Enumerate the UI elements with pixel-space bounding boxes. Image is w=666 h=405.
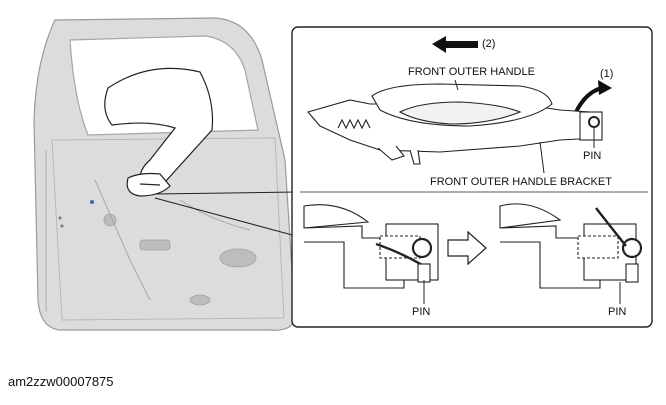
front-outer-handle-label: FRONT OUTER HANDLE [408,66,535,78]
technician-arm [104,67,214,197]
pin-label-top: PIN [583,150,602,162]
step-2-label: (2) [482,38,496,50]
pin-detail-after [499,203,643,289]
figure-code: am2zzw00007875 [8,374,114,389]
transition-arrow [447,230,487,266]
direction-arrow-2 [432,36,478,53]
step-1-label: (1) [600,68,614,80]
pin-detail-before [303,204,439,289]
direction-arrow-1 [574,80,612,113]
front-outer-handle-drawing [307,83,603,165]
pin-label-left: PIN [412,306,431,318]
front-outer-handle-bracket-label: FRONT OUTER HANDLE BRACKET [430,176,612,188]
callout-leader-lines [154,191,297,237]
pin-label-right: PIN [608,306,627,318]
